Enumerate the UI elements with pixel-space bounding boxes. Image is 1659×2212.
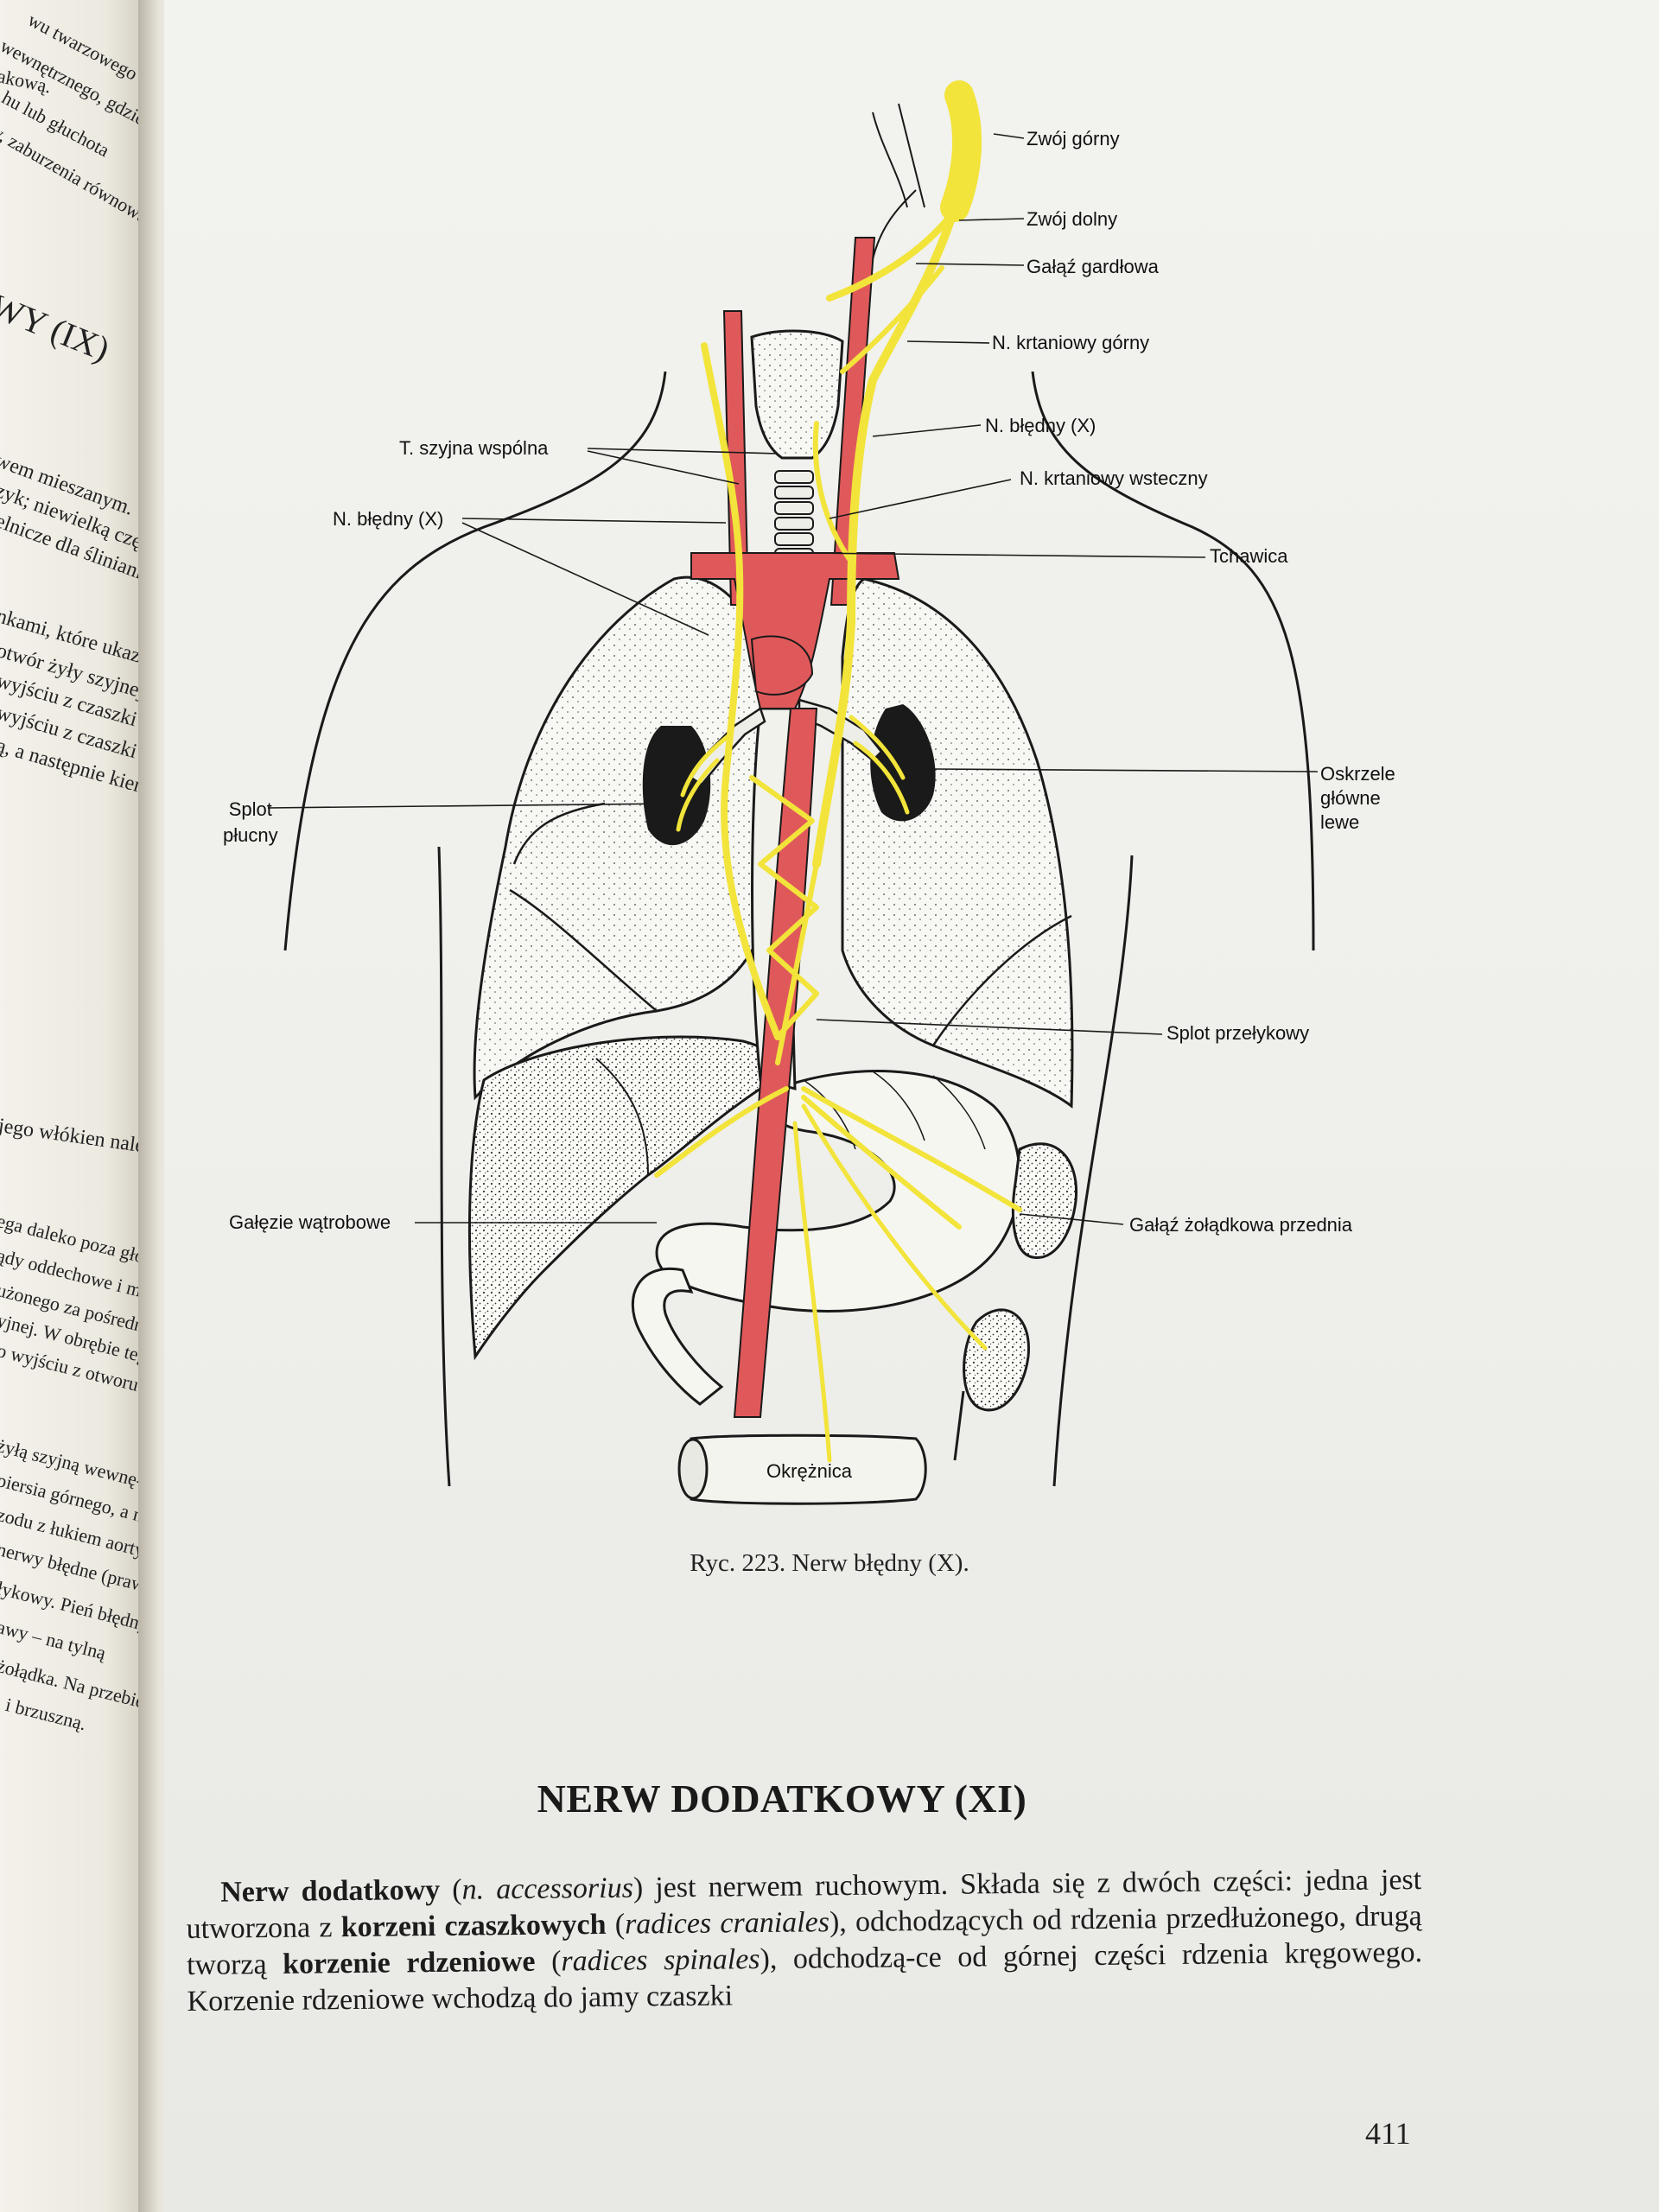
label-oskrzele-line3: lewe [1320, 811, 1360, 833]
label-n-bledny-left: N. błędny (X) [333, 508, 444, 530]
label-galezie-watrobowe: Gałęzie wątrobowe [229, 1211, 391, 1233]
duodenum [631, 1268, 724, 1406]
label-zwoj-dolny: Zwój dolny [1027, 208, 1118, 230]
right-hilum [642, 726, 711, 846]
latin-term: n. accessorius [461, 1872, 634, 1906]
cranial-nerve-stubs [872, 103, 925, 260]
hepatic-branches [654, 1086, 789, 1178]
label-n-krtaniowy-wsteczny: N. krtaniowy wsteczny [1020, 467, 1208, 489]
label-splot-przelykowy: Splot przełykowy [1166, 1022, 1310, 1044]
celiac-to-kidney [801, 1103, 988, 1351]
vagus-nerve-figure [267, 80, 1319, 1505]
colon-lumen [677, 1438, 709, 1500]
gastric-branches [801, 1086, 1022, 1230]
body-paragraph: Nerw dodatkowy (n. accessorius) jest ner… [186, 1862, 1423, 2020]
label-okreznica: Okrężnica [766, 1460, 853, 1482]
pulmonary-plexus-left [849, 715, 910, 815]
spleen [1011, 1142, 1078, 1260]
pulmonary-plexus-right [676, 732, 733, 832]
label-t-szyjna-wspolna: T. szyjna wspólna [399, 437, 549, 459]
label-galaz-zoladkowa: Gałąź żołądkowa przednia [1129, 1214, 1353, 1236]
label-oskrzele-line1: Oskrzele [1320, 763, 1395, 785]
figure-caption: Ryc. 223. Nerw błędny (X). [690, 1549, 969, 1577]
label-n-krtaniowy-gorny: N. krtaniowy górny [992, 332, 1150, 353]
kidney [963, 1308, 1030, 1412]
label-oskrzele-line2: główne [1320, 787, 1381, 809]
liver [467, 1035, 779, 1361]
label-splot-plucny: Splot płucny [223, 797, 278, 849]
left-lung-fissure [931, 914, 1072, 1046]
vagus-trunk-left [812, 203, 959, 868]
larynx [750, 329, 844, 460]
superior-ganglion [940, 80, 982, 222]
branch-to-colon [792, 1121, 832, 1463]
leader-lines [267, 133, 1319, 1225]
section-title: NERW DODATKOWY (XI) [537, 1777, 1027, 1821]
esophageal-plexus [749, 775, 819, 1065]
text-run: ( [606, 1908, 626, 1941]
aortic-bulge [750, 635, 814, 696]
label-n-bledny-right: N. błędny (X) [985, 415, 1096, 436]
text-run: ( [440, 1873, 462, 1906]
page-number: 411 [1365, 2116, 1411, 2151]
label-splot-plucny-line1: Splot [228, 798, 272, 820]
superior-laryngeal [840, 265, 944, 374]
vagus-nerves [654, 80, 1022, 1463]
label-oskrzele: Oskrzele główne lewe [1320, 762, 1395, 835]
latin-term: radices spinales [561, 1943, 760, 1978]
body-outline [283, 371, 1315, 1487]
pharyngeal-branch [826, 213, 954, 302]
body-text: Nerw dodatkowy (n. accessorius) jest ner… [186, 1862, 1423, 2020]
liver-lobe-line [595, 1058, 649, 1176]
term-korzenie-rdzeniowe: korzenie rdzeniowe [282, 1945, 536, 1980]
term-korzenie-czaszkowe: korzeni czaszkowych [340, 1908, 607, 1944]
vagus-trunk-right [701, 342, 781, 1040]
previous-page-line: i brzuszną. [3, 1694, 89, 1735]
colon [690, 1433, 927, 1505]
left-hilum [870, 704, 936, 822]
right-lung-fissure [509, 802, 658, 1012]
label-zwoj-gorny: Zwój górny [1027, 128, 1120, 149]
label-splot-plucny-line2: płucny [223, 824, 278, 846]
latin-term: radices craniales [624, 1906, 830, 1941]
label-galaz-gardlowa: Gałąź gardłowa [1027, 256, 1159, 277]
recurrent-laryngeal [812, 421, 854, 564]
left-lung [841, 577, 1074, 1109]
label-tchawica: Tchawica [1210, 545, 1288, 567]
ureter [953, 1390, 965, 1461]
text-run: ( [535, 1945, 562, 1978]
term-nerw-dodatkowy: Nerw dodatkowy [220, 1873, 441, 1909]
